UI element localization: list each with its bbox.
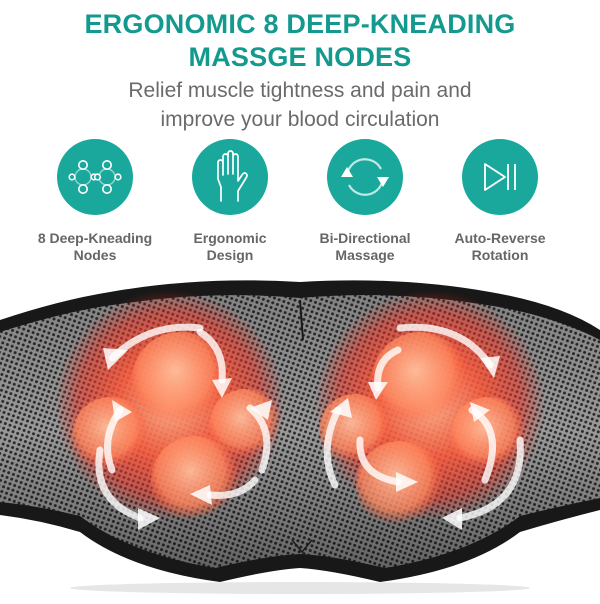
feature-label: 8 Deep-Kneading Nodes (37, 230, 153, 263)
left-arrow-heads (103, 348, 272, 530)
hand-icon (217, 150, 248, 202)
right-arrow-heads (330, 356, 500, 530)
feature-item-ergonomic: Ergonomic Design (160, 139, 300, 264)
nodes-icon (68, 160, 122, 194)
feature-icon-circle (192, 139, 268, 215)
title-line-1: ERGONOMIC 8 DEEP-KNEADING (84, 9, 516, 39)
page-title: ERGONOMIC 8 DEEP-KNEADING MASSGE NODES (0, 8, 600, 74)
feature-icon-circle (462, 139, 538, 215)
rotate-arrows-icon (341, 158, 389, 196)
play-pause-icon (484, 163, 516, 191)
feature-item-auto-reverse: Auto-Reverse Rotation (430, 139, 570, 264)
feature-label: Ergonomic Design (193, 230, 267, 263)
subtitle-line-1: Relief muscle tightness and pain and (128, 79, 472, 102)
massager-illustration (0, 280, 600, 594)
subtitle: Relief muscle tightness and pain and imp… (0, 76, 600, 134)
feature-item-nodes: 8 Deep-Kneading Nodes (25, 139, 165, 264)
product-image-massager (0, 270, 600, 600)
feature-list: 8 Deep-Kneading Nodes Ergonomic Design B… (0, 139, 600, 269)
left-heated-nodes (55, 290, 285, 524)
subtitle-line-2: improve your blood circulation (160, 108, 440, 131)
title-line-2: MASSGE NODES (188, 42, 412, 72)
feature-icon-circle (57, 139, 133, 215)
feature-item-bidirectional: Bi-Directional Massage (295, 139, 435, 264)
feature-label: Auto-Reverse Rotation (454, 230, 546, 263)
feature-icon-circle (327, 139, 403, 215)
feature-label: Bi-Directional Massage (319, 230, 411, 263)
